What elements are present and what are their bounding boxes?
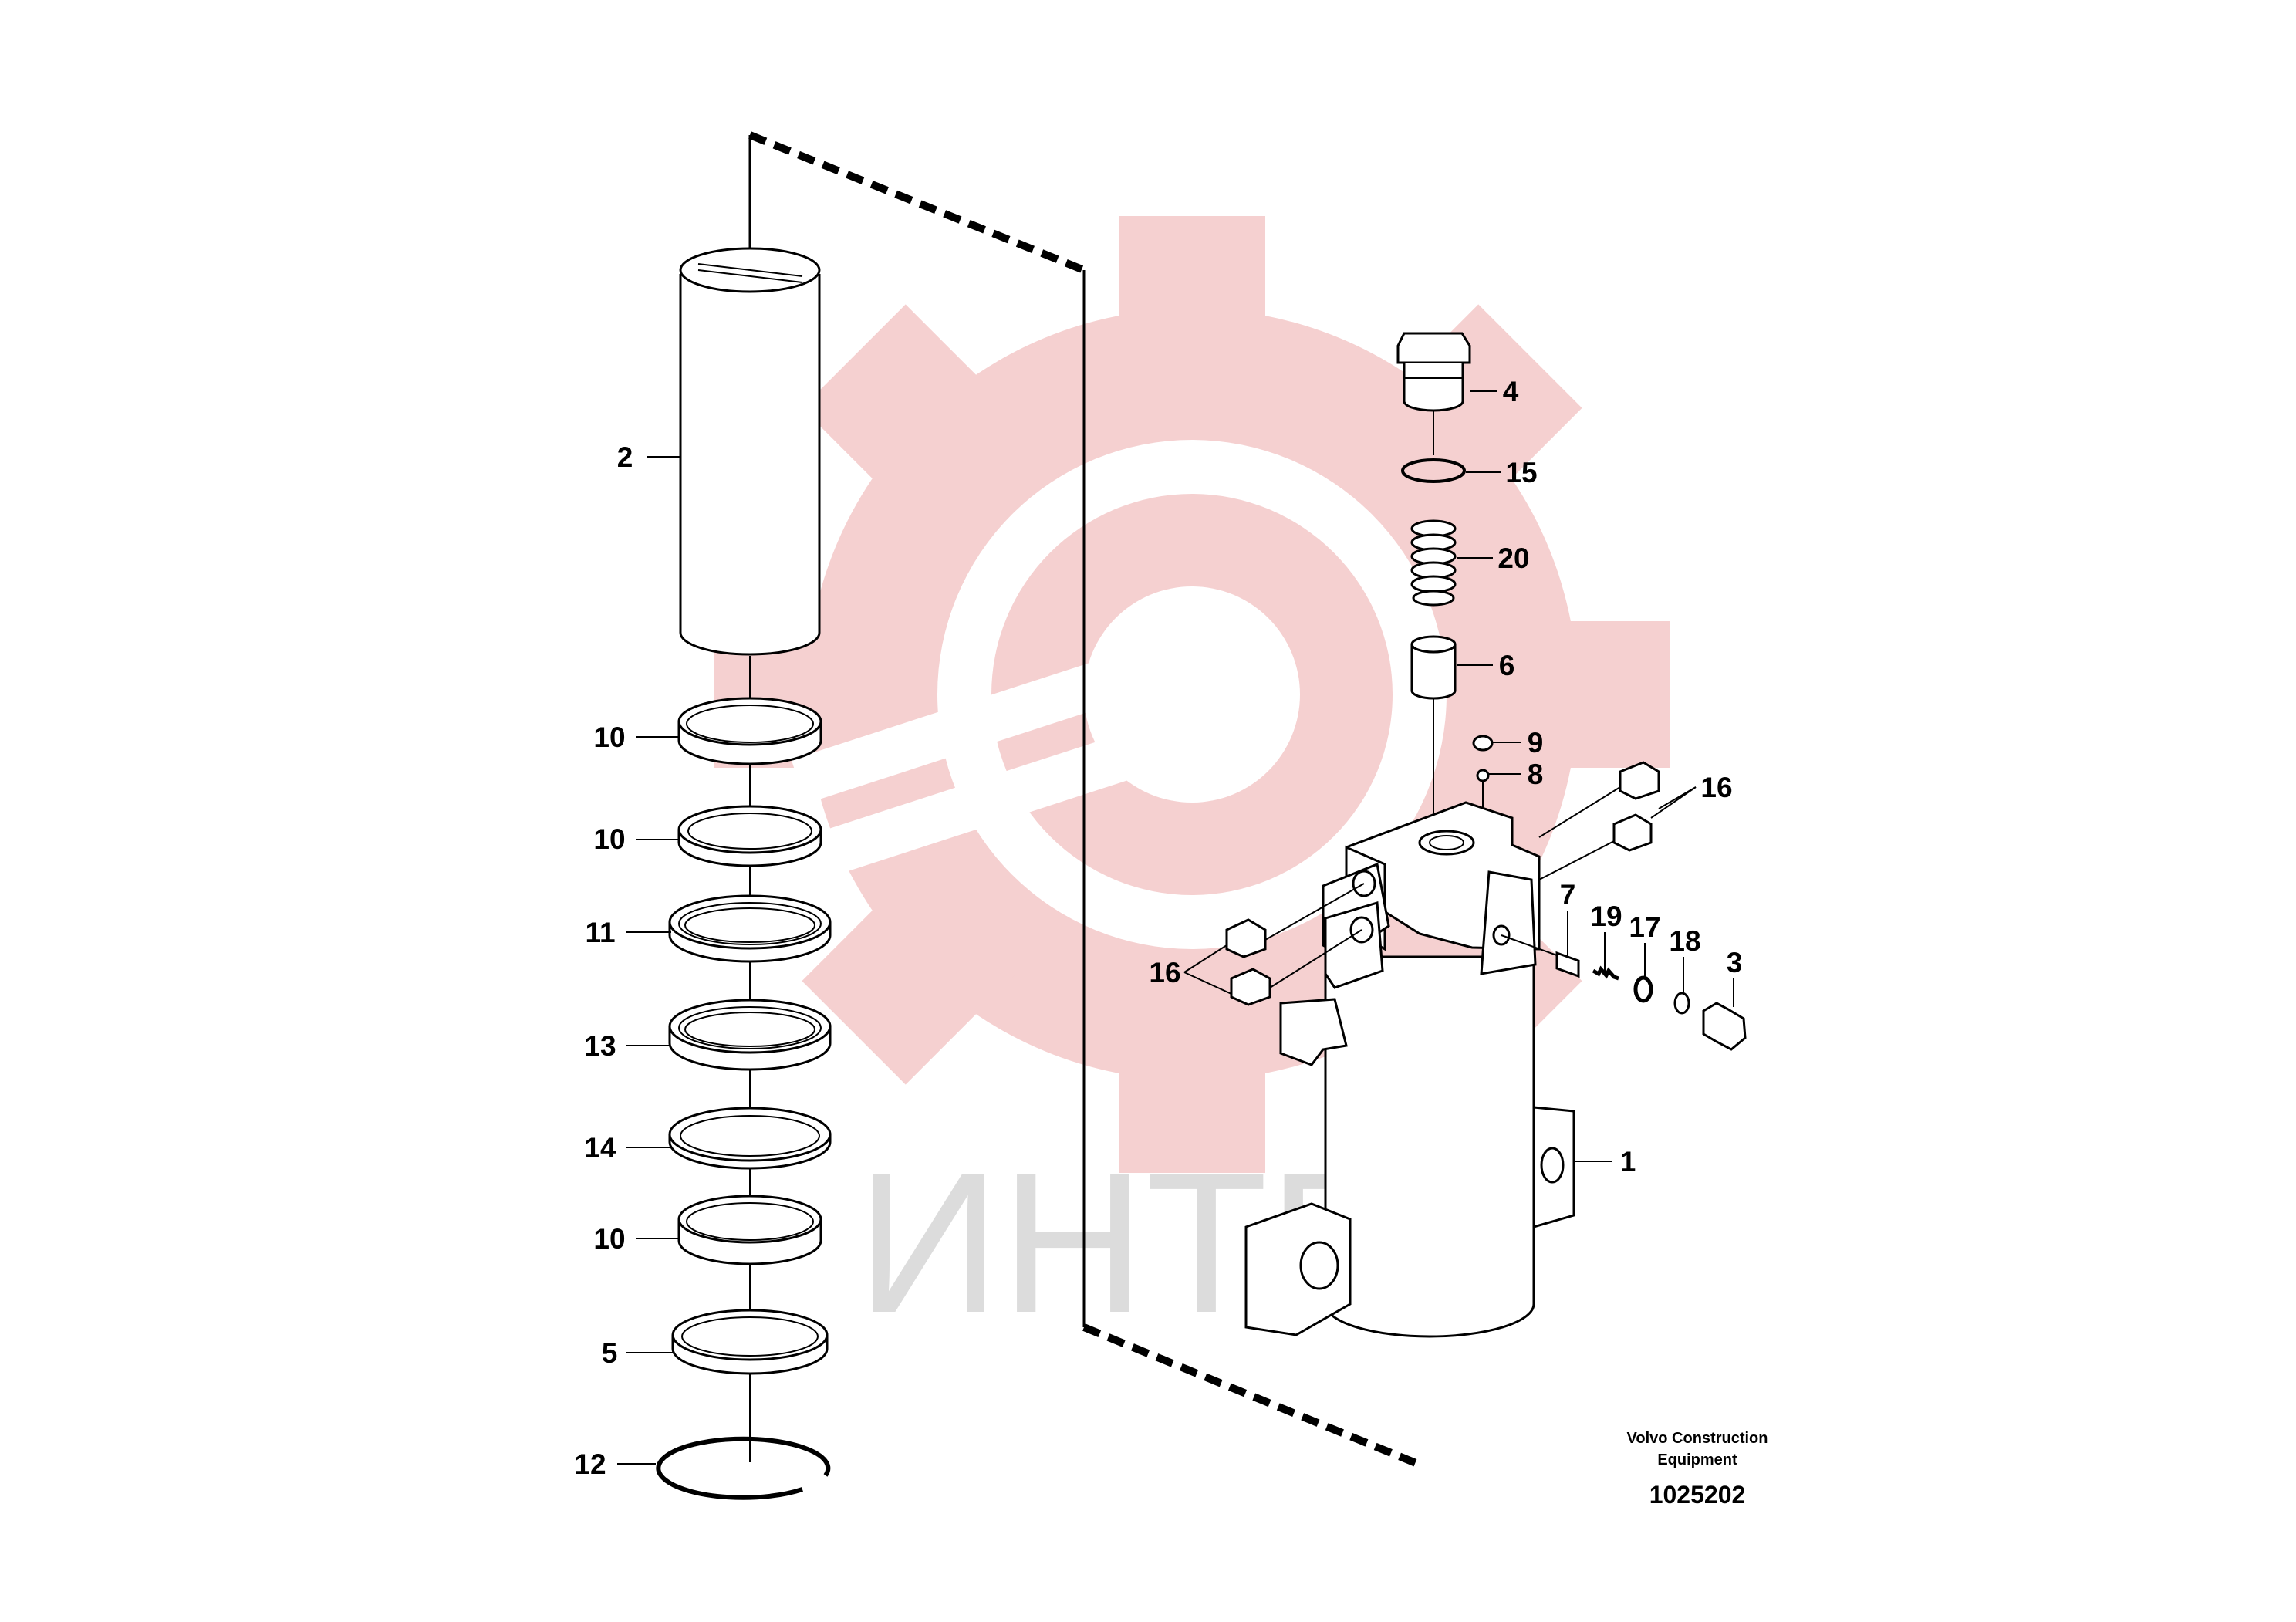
part-10-ring-second [677,805,822,867]
company-name-line1: Volvo Construction [1627,1430,1768,1447]
callout-10-second: 10 [593,823,625,855]
part-12-snap-ring [656,1436,831,1500]
part-14-ring [668,1107,832,1170]
callout-18: 18 [1669,925,1700,957]
watermark-gear-logo [714,216,1670,1173]
part-4-plug [1396,332,1471,412]
side-port-axis [1501,934,1558,956]
callout-10-top: 10 [593,721,625,753]
drawing-number: 1025202 [1649,1481,1746,1509]
callout-6: 6 [1499,650,1515,681]
part-13-seal-ring [668,999,832,1071]
part-11-seal-ring [668,894,832,963]
callout-12: 12 [574,1448,606,1480]
part-16-fitting-lower-right [1538,813,1653,880]
callout-16-left: 16 [1149,957,1180,988]
callout-15: 15 [1505,457,1537,488]
callout-11: 11 [585,917,615,948]
part-9-cap [1472,735,1494,752]
part-3-plug-screw [1702,1002,1747,1051]
callout-17: 17 [1629,911,1660,943]
callout-1: 1 [1620,1146,1636,1178]
part-16-fitting-upper-right [1538,761,1660,838]
part-7-pin [1555,951,1580,978]
company-name-line2: Equipment [1657,1451,1737,1468]
part-15-o-ring [1401,458,1466,483]
part-16-fitting-lower-left [1230,929,1362,1006]
part-18-washer [1673,992,1690,1015]
callout-3: 3 [1727,947,1743,978]
callout-8: 8 [1528,759,1544,790]
callout-5: 5 [602,1337,618,1369]
callout-9: 9 [1528,727,1544,759]
callout-20: 20 [1497,542,1529,574]
part-17-seal [1633,975,1653,1003]
part-6-valve-piston [1410,635,1457,700]
part-1-housing [1244,801,1575,1338]
callout-13: 13 [584,1030,616,1062]
part-19-spring [1592,965,1619,981]
part-10-ring-top [677,697,822,765]
part-20-spring [1410,519,1457,607]
part-5-ring [671,1309,829,1375]
callout-10-bottom: 10 [593,1223,625,1255]
callout-2: 2 [617,441,633,473]
part-10-ring-bottom [677,1195,822,1265]
part-2-sleeve [679,247,821,656]
callout-4: 4 [1503,376,1519,407]
leader-lines [617,390,1734,1465]
callout-14: 14 [584,1132,616,1164]
callout-16-right: 16 [1700,772,1732,803]
callout-19: 19 [1590,901,1622,932]
part-16-fitting-upper-left [1225,883,1365,958]
callout-7: 7 [1560,879,1576,911]
